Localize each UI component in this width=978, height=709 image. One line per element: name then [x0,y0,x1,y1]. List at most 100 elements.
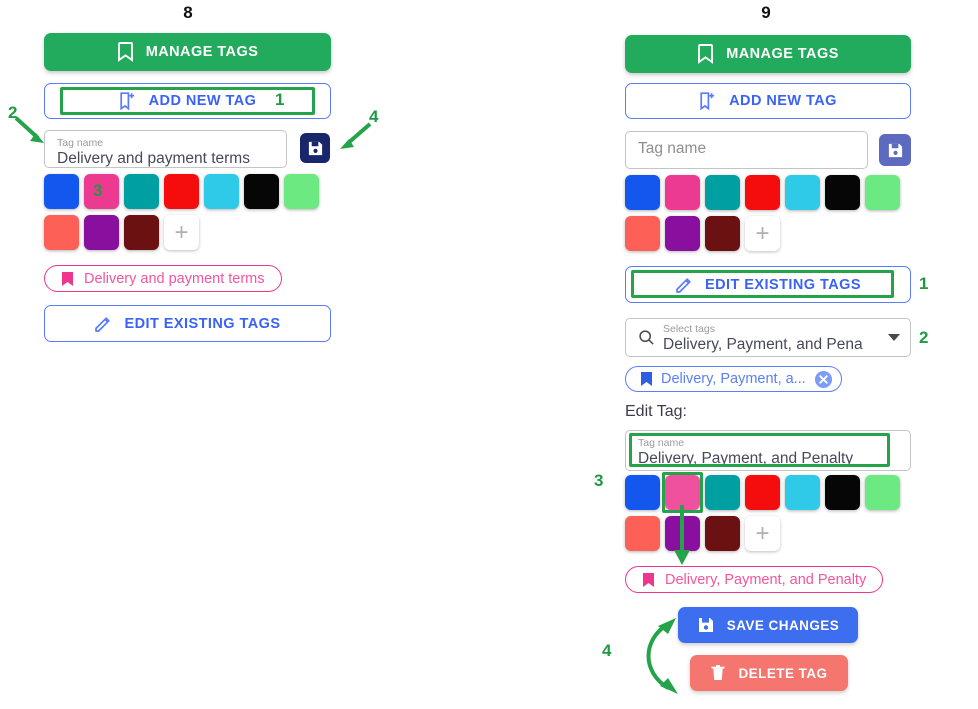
edit-color-swatch-red[interactable] [745,475,780,510]
bookmark-icon [640,371,653,387]
select-tags-text: Select tags Delivery, Payment, and Pena [655,320,888,355]
color-swatch-coral[interactable] [625,216,660,251]
save-floppy-icon [307,140,324,157]
color-swatch-maroon[interactable] [705,216,740,251]
edit-color-swatch-teal[interactable] [705,475,740,510]
plus-icon: + [755,219,770,247]
color-swatch-lightgreen[interactable] [865,175,900,210]
bookmark-plus-icon [699,91,717,111]
plus-icon: + [755,519,770,547]
selected-tag-chip-label: Delivery, Payment, a... [661,371,806,387]
delete-tag-button[interactable]: DELETE TAG [690,655,848,691]
tag-name-field[interactable]: Tag name Delivery and payment terms [44,130,287,168]
annotation-number-1: 1 [919,274,929,293]
selected-tag-chip[interactable]: Delivery, Payment, a... [625,366,842,392]
save-floppy-icon [887,142,904,159]
color-swatch-maroon[interactable] [124,215,159,250]
color-swatch-pink[interactable] [84,174,119,209]
color-swatch-black[interactable] [825,175,860,210]
tag-preview-chip-label: Delivery and payment terms [84,270,265,287]
annotation-number-4: 4 [602,641,612,660]
color-swatch-cyan[interactable] [204,174,239,209]
color-swatch-red[interactable] [164,174,199,209]
magnifier-icon [638,329,655,346]
tag-name-value: Delivery and payment terms [57,150,250,167]
tag-preview-chip[interactable]: Delivery and payment terms [44,265,282,292]
edit-color-swatch-cyan[interactable] [785,475,820,510]
edit-tag-name-label: Tag name [638,437,685,449]
panel-8: 8 MANAGE TAGS ADD NEW TAG Tag name Deliv… [8,3,378,342]
panel-number-9: 9 [761,3,771,22]
add-new-tag-button[interactable]: ADD NEW TAG [44,83,331,119]
annotation-number-2: 2 [919,328,929,347]
annotation-number-2: 2 [8,103,18,122]
edit-add-color-button[interactable]: + [745,516,780,551]
save-changes-label: SAVE CHANGES [726,617,840,633]
trash-icon [710,664,726,682]
color-swatch-coral[interactable] [44,215,79,250]
color-swatch-blue[interactable] [625,175,660,210]
color-swatch-blue[interactable] [44,174,79,209]
edit-color-swatch-purple[interactable] [665,516,700,551]
add-new-tag-label: ADD NEW TAG [148,93,257,109]
plus-icon: + [174,218,189,246]
manage-tags-label: MANAGE TAGS [726,46,839,62]
edit-color-swatch-pink[interactable] [665,475,700,510]
pencil-icon [94,315,112,333]
save-floppy-icon [697,616,715,634]
color-swatch-pink[interactable] [665,175,700,210]
add-new-tag-button[interactable]: ADD NEW TAG [625,83,911,119]
select-tags-label: Select tags [663,323,715,335]
color-swatch-teal[interactable] [705,175,740,210]
save-tag-icon-button[interactable] [300,133,330,163]
edit-color-swatch-coral[interactable] [625,516,660,551]
add-color-button[interactable]: + [164,215,199,250]
edit-tag-name-field[interactable]: Tag name Delivery, Payment, and Penalty [625,430,911,471]
manage-tags-label: MANAGE TAGS [145,44,259,60]
panel-9: 9 MANAGE TAGS ADD NEW TAG Tag name [580,0,978,709]
color-swatch-purple[interactable] [84,215,119,250]
select-tags-dropdown[interactable]: Select tags Delivery, Payment, and Pena [625,318,911,357]
manage-tags-button[interactable]: MANAGE TAGS [44,33,331,71]
edit-tag-preview-chip[interactable]: Delivery, Payment, and Penalty [625,566,884,593]
bookmark-plus-icon [119,91,137,111]
edit-color-swatch-blue[interactable] [625,475,660,510]
color-swatch-purple[interactable] [665,216,700,251]
bookmark-icon [697,44,714,64]
manage-tags-button[interactable]: MANAGE TAGS [625,35,911,73]
annotation-number-1: 1 [275,90,285,109]
add-new-tag-label: ADD NEW TAG [729,93,837,109]
close-circle-icon[interactable] [814,370,833,389]
edit-existing-tags-label: EDIT EXISTING TAGS [704,276,862,293]
save-changes-button[interactable]: SAVE CHANGES [678,607,858,643]
edit-tag-preview-chip-label: Delivery, Payment, and Penalty [665,571,867,588]
bookmark-icon [61,271,74,287]
edit-color-swatch-lightgreen[interactable] [865,475,900,510]
bookmark-icon [117,42,134,62]
edit-existing-tags-button[interactable]: EDIT EXISTING TAGS [44,305,331,342]
tag-name-field[interactable]: Tag name [625,131,868,169]
color-swatch-lightgreen[interactable] [284,174,319,209]
save-tag-icon-button[interactable] [879,134,911,166]
edit-existing-tags-label: EDIT EXISTING TAGS [124,315,281,332]
color-swatch-red[interactable] [745,175,780,210]
annotation-number-3: 3 [594,471,604,490]
tag-name-placeholder: Tag name [638,140,707,157]
pencil-icon [675,276,693,294]
tag-name-label: Tag name [57,137,104,149]
panel-number-8: 8 [183,3,193,22]
edit-tag-name-value: Delivery, Payment, and Penalty [638,450,854,467]
edit-existing-tags-button[interactable]: EDIT EXISTING TAGS [625,266,911,303]
delete-tag-label: DELETE TAG [738,665,828,681]
edit-color-swatch-maroon[interactable] [705,516,740,551]
edit-color-swatch-black[interactable] [825,475,860,510]
add-color-button[interactable]: + [745,216,780,251]
edit-tag-heading: Edit Tag: [625,403,687,420]
select-tags-value: Delivery, Payment, and Pena [663,336,863,353]
color-swatch-black[interactable] [244,174,279,209]
color-swatch-teal[interactable] [124,174,159,209]
color-swatch-cyan[interactable] [785,175,820,210]
caret-down-icon[interactable] [888,333,900,342]
bookmark-icon [642,572,655,588]
